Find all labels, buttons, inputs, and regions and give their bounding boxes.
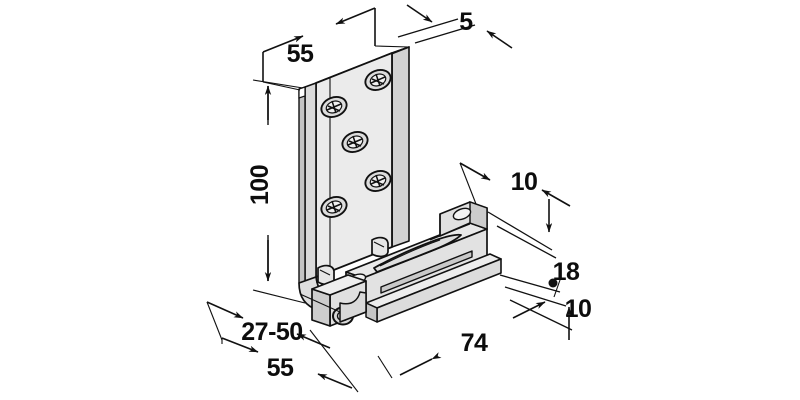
dimension-adjust-range [206, 293, 341, 349]
release-lever [373, 233, 462, 273]
dimension-label-plate-width: 55 [287, 40, 314, 68]
screw-hole-2 [320, 96, 348, 118]
screw-hole-4 [364, 170, 392, 192]
lever-pivot-boss [371, 236, 389, 258]
dimension-label-plate-thickness: 5 [459, 8, 473, 36]
rear-upstand-recess [452, 207, 472, 221]
base-block-top [311, 274, 367, 296]
dimension-label-plate-height: 100 [246, 165, 274, 205]
dimension-label-rail-length: 74 [461, 329, 488, 357]
rail-rear-upstand-side [469, 201, 488, 230]
screw-hole-3 [341, 131, 369, 153]
rail-groove-slot [380, 250, 473, 294]
dimension-rail-length [377, 279, 561, 379]
dimension-label-rail-offset-bottom: 10 [565, 295, 592, 323]
lever-pivot-boss-line [373, 241, 385, 248]
dimension-rail-offset-top [459, 162, 571, 251]
dimension-label-adjust-range: 27-50 [241, 318, 302, 346]
plate-left-flange [304, 82, 317, 282]
dimension-labels: 55 5 100 10 18 10 27-50 55 74 [241, 8, 592, 382]
dimension-annotations [206, 4, 573, 393]
dimension-rail-height [496, 225, 561, 293]
plate-side-face [391, 46, 410, 248]
dimension-rail-offset-bottom [504, 286, 573, 340]
dimension-plate-thickness [397, 4, 513, 49]
release-lever-crease [379, 239, 441, 267]
plate-rail-connector [339, 291, 367, 323]
screw-hole-5 [320, 196, 348, 218]
dimension-label-base-depth: 55 [267, 354, 294, 382]
plate-flange-notch [298, 86, 306, 99]
dimension-plate-width [262, 7, 410, 91]
rail-top-detail-line [429, 223, 471, 241]
dimension-plate-height [252, 79, 306, 304]
vertical-mounting-plate [298, 46, 410, 311]
plate-screw-holes [320, 69, 392, 218]
bracket-assembly [298, 46, 502, 327]
dimension-label-rail-offset-top: 10 [511, 168, 538, 196]
horizontal-rail-mechanism [311, 201, 502, 327]
plate-left-fold-edge [298, 86, 306, 284]
front-pivot-boss-line [319, 269, 331, 276]
dimension-label-rail-height: 18 [553, 258, 580, 286]
screw-hole-1 [364, 69, 392, 91]
dimension-base-depth [221, 329, 359, 393]
